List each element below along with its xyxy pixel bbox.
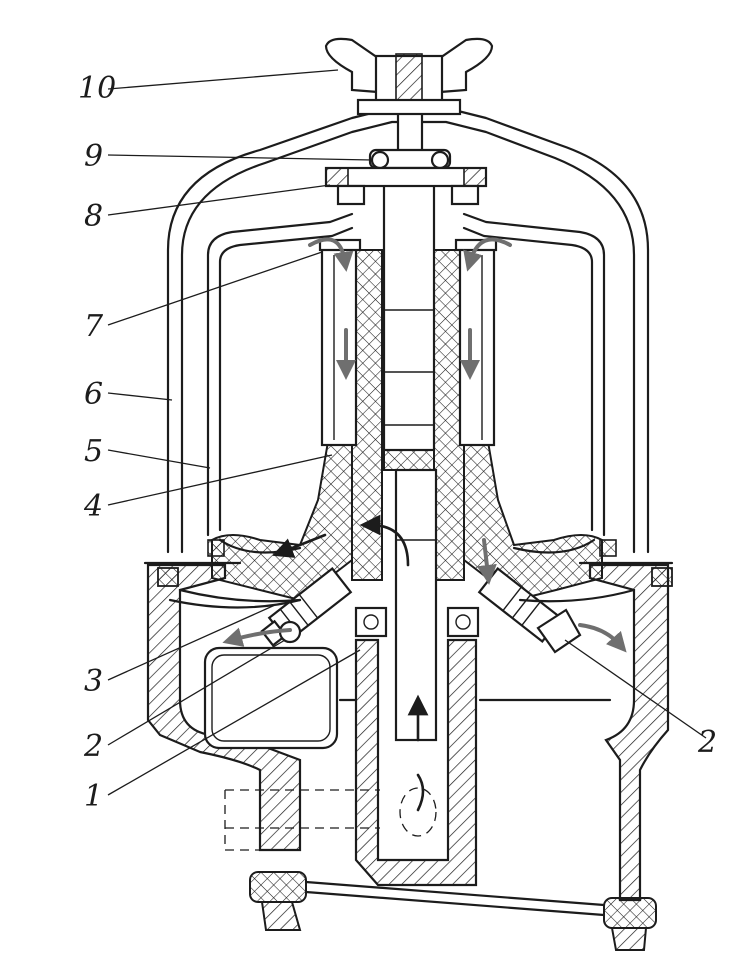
axis-oil-channel — [394, 468, 438, 742]
upper-nut — [324, 166, 488, 206]
callout-1: 1 — [84, 779, 103, 814]
oil-flow-arrows — [222, 237, 627, 812]
callout-9: 9 — [84, 139, 103, 174]
bearings — [354, 606, 480, 638]
callout-labels: 10 9 8 7 6 5 4 3 2 1 2 — [78, 71, 717, 814]
filter-body — [143, 539, 674, 902]
callout-6: 6 — [84, 377, 103, 412]
callout-10: 10 — [78, 71, 116, 106]
mounting-feet — [249, 871, 657, 951]
callout-8: 8 — [84, 199, 103, 234]
rotor-axis — [382, 68, 436, 452]
callout-4: 4 — [83, 489, 103, 524]
leader-lines — [107, 69, 707, 796]
callout-5: 5 — [84, 434, 103, 469]
hidden-oil-channels — [224, 787, 437, 851]
cap-nut-and-ball — [368, 148, 452, 170]
callout-3: 3 — [84, 664, 103, 699]
wing-nut — [324, 37, 494, 116]
callout-2-left: 2 — [83, 729, 103, 764]
rotor-cap — [206, 212, 606, 537]
callout-7: 7 — [84, 309, 104, 344]
nozzle-right — [477, 567, 582, 654]
callout-2-right: 2 — [697, 725, 717, 760]
